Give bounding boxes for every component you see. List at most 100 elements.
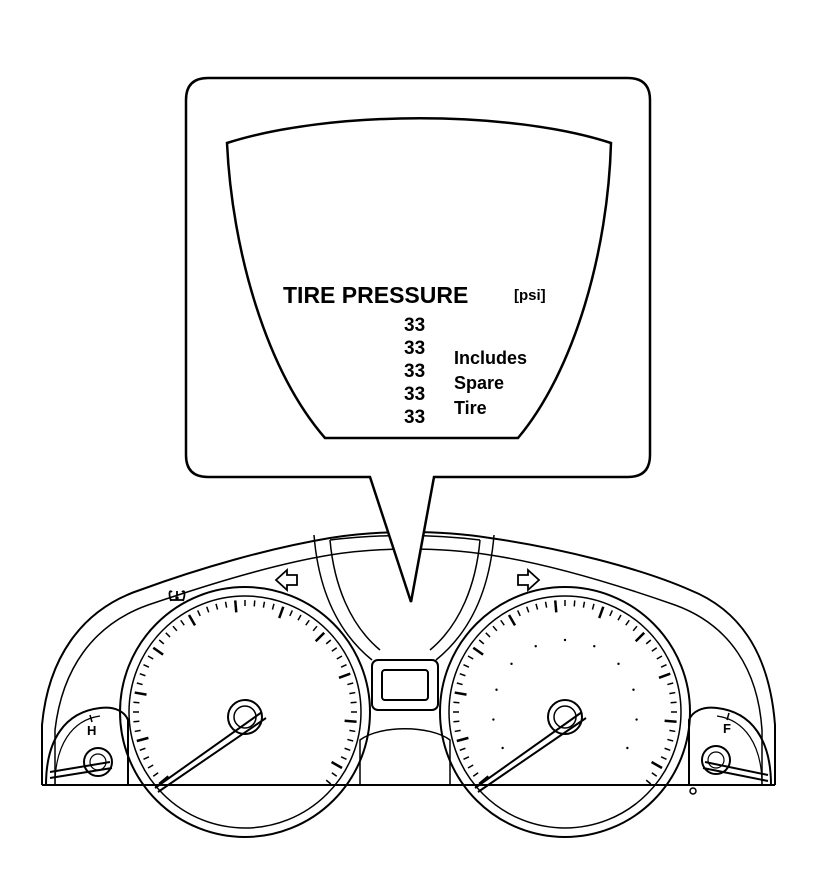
tire-pressure-value: 33 <box>404 338 425 359</box>
gauge-minor-tick <box>180 619 185 626</box>
gauge-minor-tick <box>325 779 332 785</box>
gauge-minor-tick <box>133 720 140 723</box>
gauge-minor-tick <box>617 614 622 621</box>
gauge-minor-tick <box>143 663 150 668</box>
left-gauge-hub <box>227 699 263 735</box>
gauge-minor-tick <box>459 672 466 677</box>
gauge-minor-tick <box>331 772 338 777</box>
gauge-minor-tick <box>289 610 294 617</box>
gauge-dot <box>510 662 513 666</box>
gauge-major-tick <box>344 719 357 724</box>
gauge-minor-tick <box>340 756 347 761</box>
gauge-major-tick <box>330 760 343 770</box>
gauge-major-tick <box>454 691 467 696</box>
fuel-gauge <box>688 706 772 795</box>
right-turn-arrow-icon <box>517 567 541 593</box>
fuel-gauge-needle <box>702 761 769 782</box>
temp-gauge-tick-high <box>89 714 93 723</box>
gauge-minor-tick <box>645 779 652 785</box>
fuel-gauge-tick-full <box>726 712 730 721</box>
gauge-major-tick <box>664 719 677 724</box>
gauge-dot <box>593 645 596 648</box>
gauge-major-tick <box>338 672 351 679</box>
gauge-minor-tick <box>516 610 521 617</box>
gauge-major-tick <box>152 646 164 656</box>
gauge-minor-tick <box>347 738 354 742</box>
gauge-minor-tick <box>463 756 470 761</box>
gauge-major-tick <box>507 614 517 627</box>
gauge-minor-tick <box>478 639 485 645</box>
gauge-minor-tick <box>609 610 614 617</box>
gauge-minor-tick <box>632 625 638 632</box>
gauge-dot <box>632 688 635 691</box>
gauge-minor-tick <box>347 682 354 686</box>
indicator-lamp <box>689 787 697 795</box>
gauge-minor-tick <box>625 619 630 626</box>
gauge-minor-tick <box>651 647 658 652</box>
gauge-dot <box>495 688 498 691</box>
gauge-minor-tick <box>573 600 576 607</box>
left-turn-arrow-icon <box>274 567 298 593</box>
gauge-minor-tick <box>454 729 461 733</box>
gauge-minor-tick <box>582 601 586 608</box>
gauge-minor-tick <box>262 601 266 608</box>
gauge-minor-tick <box>305 619 310 626</box>
gauge-minor-tick <box>344 747 351 752</box>
spare-note-line: Tire <box>454 398 487 418</box>
gauge-major-tick <box>472 646 484 656</box>
gauge-major-tick <box>598 606 605 619</box>
gauge-minor-tick <box>139 747 146 752</box>
left-gauge-needle <box>154 711 267 793</box>
gauge-minor-tick <box>147 764 154 769</box>
tire-pressure-value: 33 <box>404 407 425 428</box>
gauge-minor-tick <box>544 601 548 608</box>
fuel-gauge-arc <box>688 706 772 786</box>
gauge-minor-tick <box>134 729 141 733</box>
spare-note-line: Includes <box>454 348 527 368</box>
gauge-minor-tick <box>158 639 165 645</box>
gauge-minor-tick <box>147 655 154 660</box>
center-display-window <box>371 659 439 711</box>
temperature-gauge <box>45 706 129 786</box>
left-gauge-bezel-inner <box>128 595 362 829</box>
right-gauge-ticks <box>453 600 677 785</box>
gauge-minor-tick <box>467 655 474 660</box>
temp-gauge-arc-inner <box>54 715 101 786</box>
center-display-screen <box>381 669 429 701</box>
fuel-gauge-label: F <box>723 721 731 736</box>
gauge-minor-tick <box>472 772 479 777</box>
gauge-minor-tick <box>500 619 505 626</box>
right-main-gauge <box>439 586 691 838</box>
gauge-minor-tick <box>349 691 356 695</box>
gauge-major-tick <box>314 631 326 643</box>
gauge-minor-tick <box>453 701 460 704</box>
spare-note-line: Spare <box>454 373 504 393</box>
display-title: TIRE PRESSURE <box>283 282 468 308</box>
temp-gauge-label: H <box>87 723 96 738</box>
gauge-dot <box>501 746 504 750</box>
tire-pressure-value: 33 <box>404 384 425 405</box>
gauge-dot <box>626 746 629 750</box>
gauge-minor-tick <box>271 603 275 610</box>
gauge-minor-tick <box>136 682 143 686</box>
gauge-minor-tick <box>651 772 658 777</box>
fuel-gauge-hub-inner <box>707 751 725 769</box>
temp-gauge-hub-inner <box>89 753 107 771</box>
gauge-major-tick <box>650 760 663 770</box>
gauge-dot <box>563 638 567 642</box>
gauge-minor-tick <box>667 738 674 742</box>
right-gauge-needle <box>474 711 587 793</box>
gauge-major-tick <box>456 736 469 743</box>
gauge-minor-tick <box>253 600 256 607</box>
gauge-minor-tick <box>340 663 347 668</box>
fuel-gauge-hub <box>701 745 731 775</box>
gauge-minor-tick <box>224 601 228 608</box>
gauge-minor-tick <box>645 639 652 645</box>
gauge-minor-tick <box>453 720 460 723</box>
left-gauge-bezel-outer <box>119 586 371 838</box>
gauge-minor-tick <box>525 606 530 613</box>
gauge-minor-tick <box>196 610 201 617</box>
gauge-minor-tick <box>656 655 663 660</box>
left-gauge-ticks <box>133 600 357 785</box>
